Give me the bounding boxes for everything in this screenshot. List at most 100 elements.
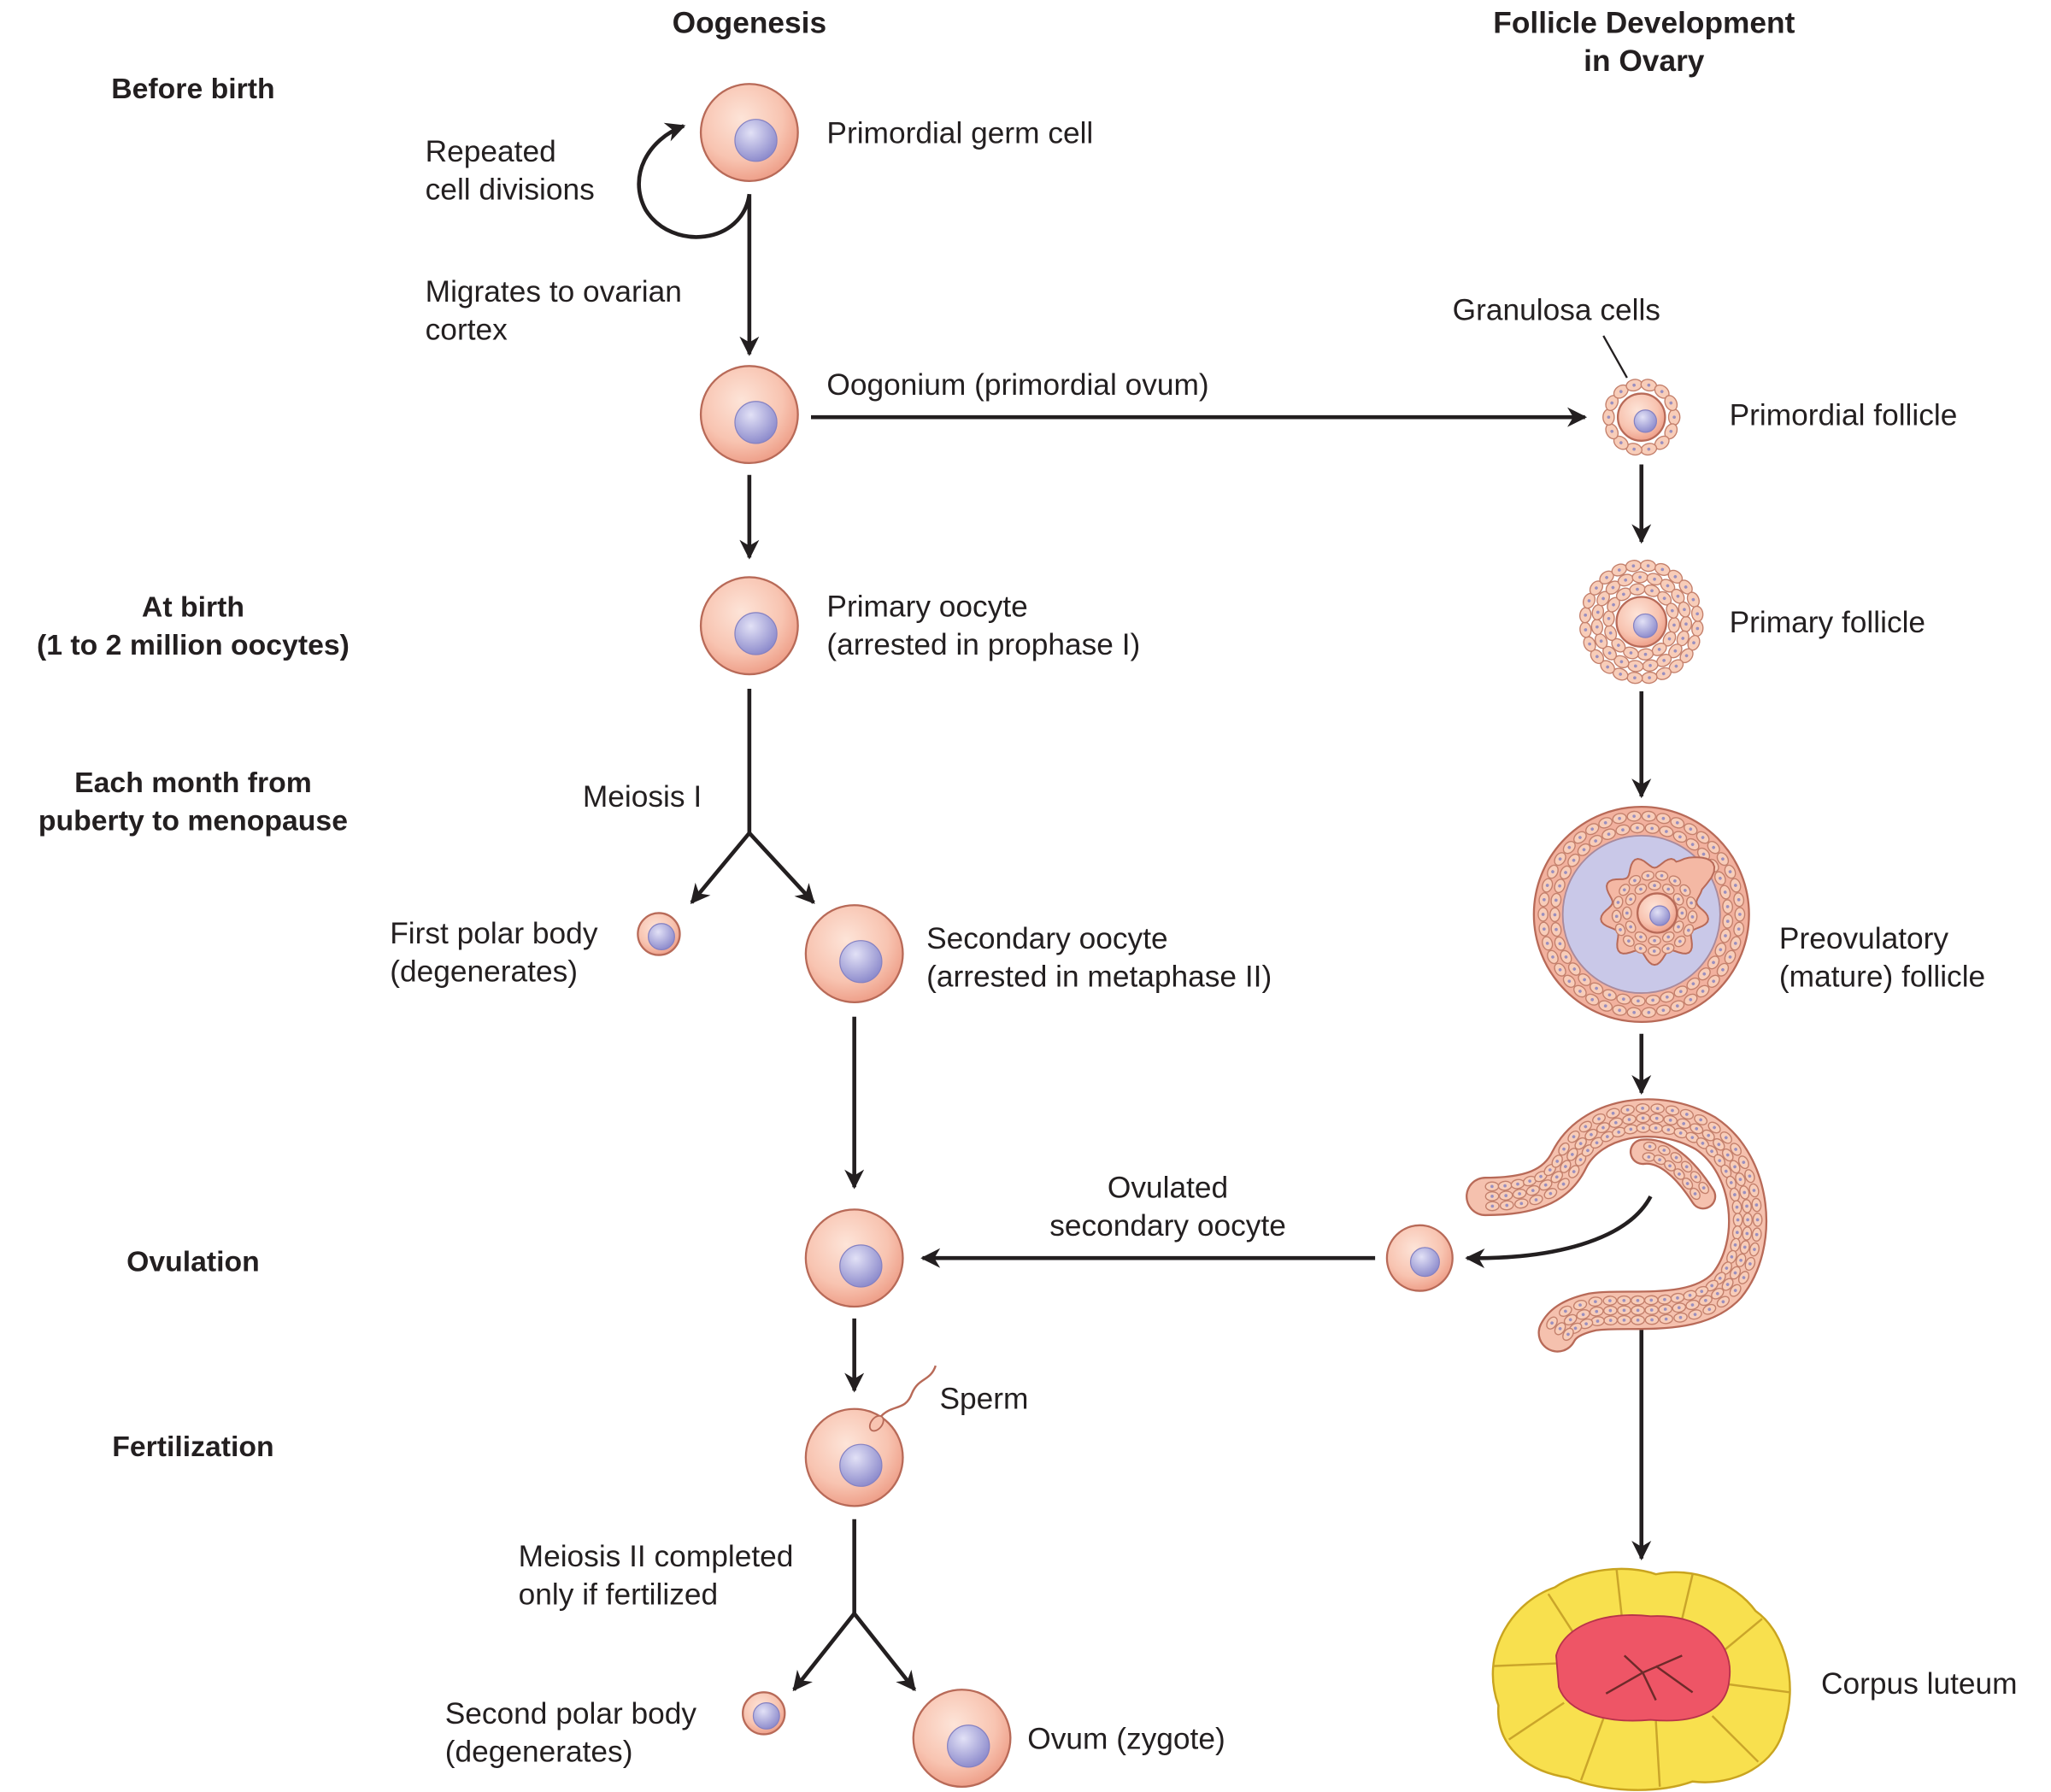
granulosa-cell [1687,910,1698,924]
fertilized-oocyte-cell [804,1407,904,1507]
granulosa-cell [1551,1155,1563,1168]
nucleus [734,612,778,655]
granulosa-cell [1567,1130,1580,1143]
granulosa-cell [1562,974,1576,988]
granulosa-cell [1737,1271,1750,1284]
granulosa-cell [1668,875,1682,887]
granulosa-cell [1558,1142,1570,1156]
stage-before-birth: Before birth [111,73,274,105]
granulosa-cell [1690,1187,1701,1201]
granulosa-cell [1695,1137,1710,1149]
granulosa-cell [1621,906,1632,920]
granulosa-cell [1688,1309,1702,1320]
label-primordial-germ-cell: Primordial germ cell [826,116,1093,150]
granulosa-cell [1636,1122,1651,1133]
granulosa-cell [1735,1172,1746,1187]
granulosa-cell [1634,931,1648,943]
primordial-germ-cell [699,83,799,183]
primary-follicle [1579,559,1704,684]
granulosa-cell [1648,1123,1663,1133]
label-primary-oocyte-line2: (arrested in prophase I) [826,628,1140,661]
granulosa-cell [1716,852,1730,867]
granulosa-cell [1685,1131,1700,1143]
granulosa-cell [1627,660,1644,673]
preovulatory-follicle [1532,805,1750,1024]
granulosa-cell [1714,942,1727,957]
granulosa-cell [1722,899,1733,914]
granulosa-cell [1581,1144,1595,1157]
secondary-oocyte-cell [804,904,904,1003]
granulosa-cell [1590,649,1605,665]
granulosa-cell [1670,1292,1685,1303]
granulosa-cell [1598,817,1613,829]
corpus-luteum [1491,1567,1791,1791]
label-primary-follicle: Primary follicle [1730,606,1925,639]
label-second-polar-body-line2: (degenerates) [445,1736,633,1769]
arrow-to-second-polar-body [792,1612,856,1692]
granulosa-cell [1594,633,1608,649]
granulosa-cell [1592,1113,1606,1125]
granulosa-cell [1716,1296,1731,1308]
blood-clot-center [1555,1614,1731,1722]
granulosa-cell [1730,1143,1742,1156]
granulosa-cell [1643,1295,1659,1306]
granulosa-cell [1602,610,1615,627]
granulosa-cell [1665,1105,1680,1116]
granulosa-cell [1602,645,1618,661]
granulosa-cell [1691,620,1704,637]
granulosa-cell [1589,834,1603,848]
granulosa-cell [1634,943,1648,955]
granulosa-cell [1713,1137,1725,1151]
granulosa-cell [1623,646,1639,660]
granulosa-cell [1711,1287,1725,1300]
granulosa-cell [1694,1113,1708,1125]
granulosa-cell [1612,667,1629,681]
granulosa-cell [1716,962,1730,977]
label-sperm: Sperm [939,1383,1028,1416]
arrow-to-secondary-oocyte [748,831,815,904]
nucleus [648,923,675,951]
granulosa-cell [1612,1004,1627,1016]
granulosa-cell [1562,1327,1574,1342]
granulosa-cell [1672,920,1684,933]
first-polar-body-cell [637,912,681,956]
granulosa-cell [1698,1295,1713,1307]
granulosa-cell [1673,1312,1688,1323]
granulosa-cell [1682,1177,1694,1190]
granulosa-cell [1677,906,1688,920]
nucleus [839,1443,883,1487]
granulosa-cell [1658,1304,1673,1314]
second-polar-body-cell [742,1691,786,1736]
granulosa-cell [1566,1148,1578,1161]
granulosa-cell [1707,840,1720,855]
sperm-tail [879,1365,937,1418]
label-secondary-oocyte-line1: Secondary oocyte [926,922,1168,955]
granulosa-cell [1646,573,1663,586]
granulosa-layer [1602,379,1681,456]
follicle-header-line1: Follicle Development [1493,6,1795,39]
granulosa-cell [1617,1314,1631,1325]
cumulus-cells [1611,870,1698,956]
label-migrates-line1: Migrates to ovarian [426,275,682,308]
granulosa-cell [1590,1316,1605,1326]
granulosa-cell [1620,1104,1635,1115]
cumulus-flap [1631,1140,1714,1208]
granulosa-cell [1661,943,1675,955]
granulosa-cell [1614,923,1626,937]
label-meiosis-1: Meiosis I [583,780,702,814]
nucleus [752,1701,780,1730]
granulosa-cell [1673,935,1686,948]
granulosa-cell [1604,625,1618,642]
granulosa-cell [1615,587,1631,602]
granulosa-cell [1735,1253,1747,1267]
label-first-polar-body-line1: First polar body [390,917,598,950]
granulosa-leader-line [1602,335,1628,379]
granulosa-cell [1572,1299,1588,1311]
granulosa-cell [1677,1118,1691,1130]
granulosa-cell [1554,852,1566,867]
label-preovulatory-line1: Preovulatory [1779,922,1949,955]
granulosa-cell [1641,810,1657,822]
granulosa-cell [1672,892,1684,906]
granulosa-cell [1525,1184,1540,1196]
nucleus [839,940,883,984]
